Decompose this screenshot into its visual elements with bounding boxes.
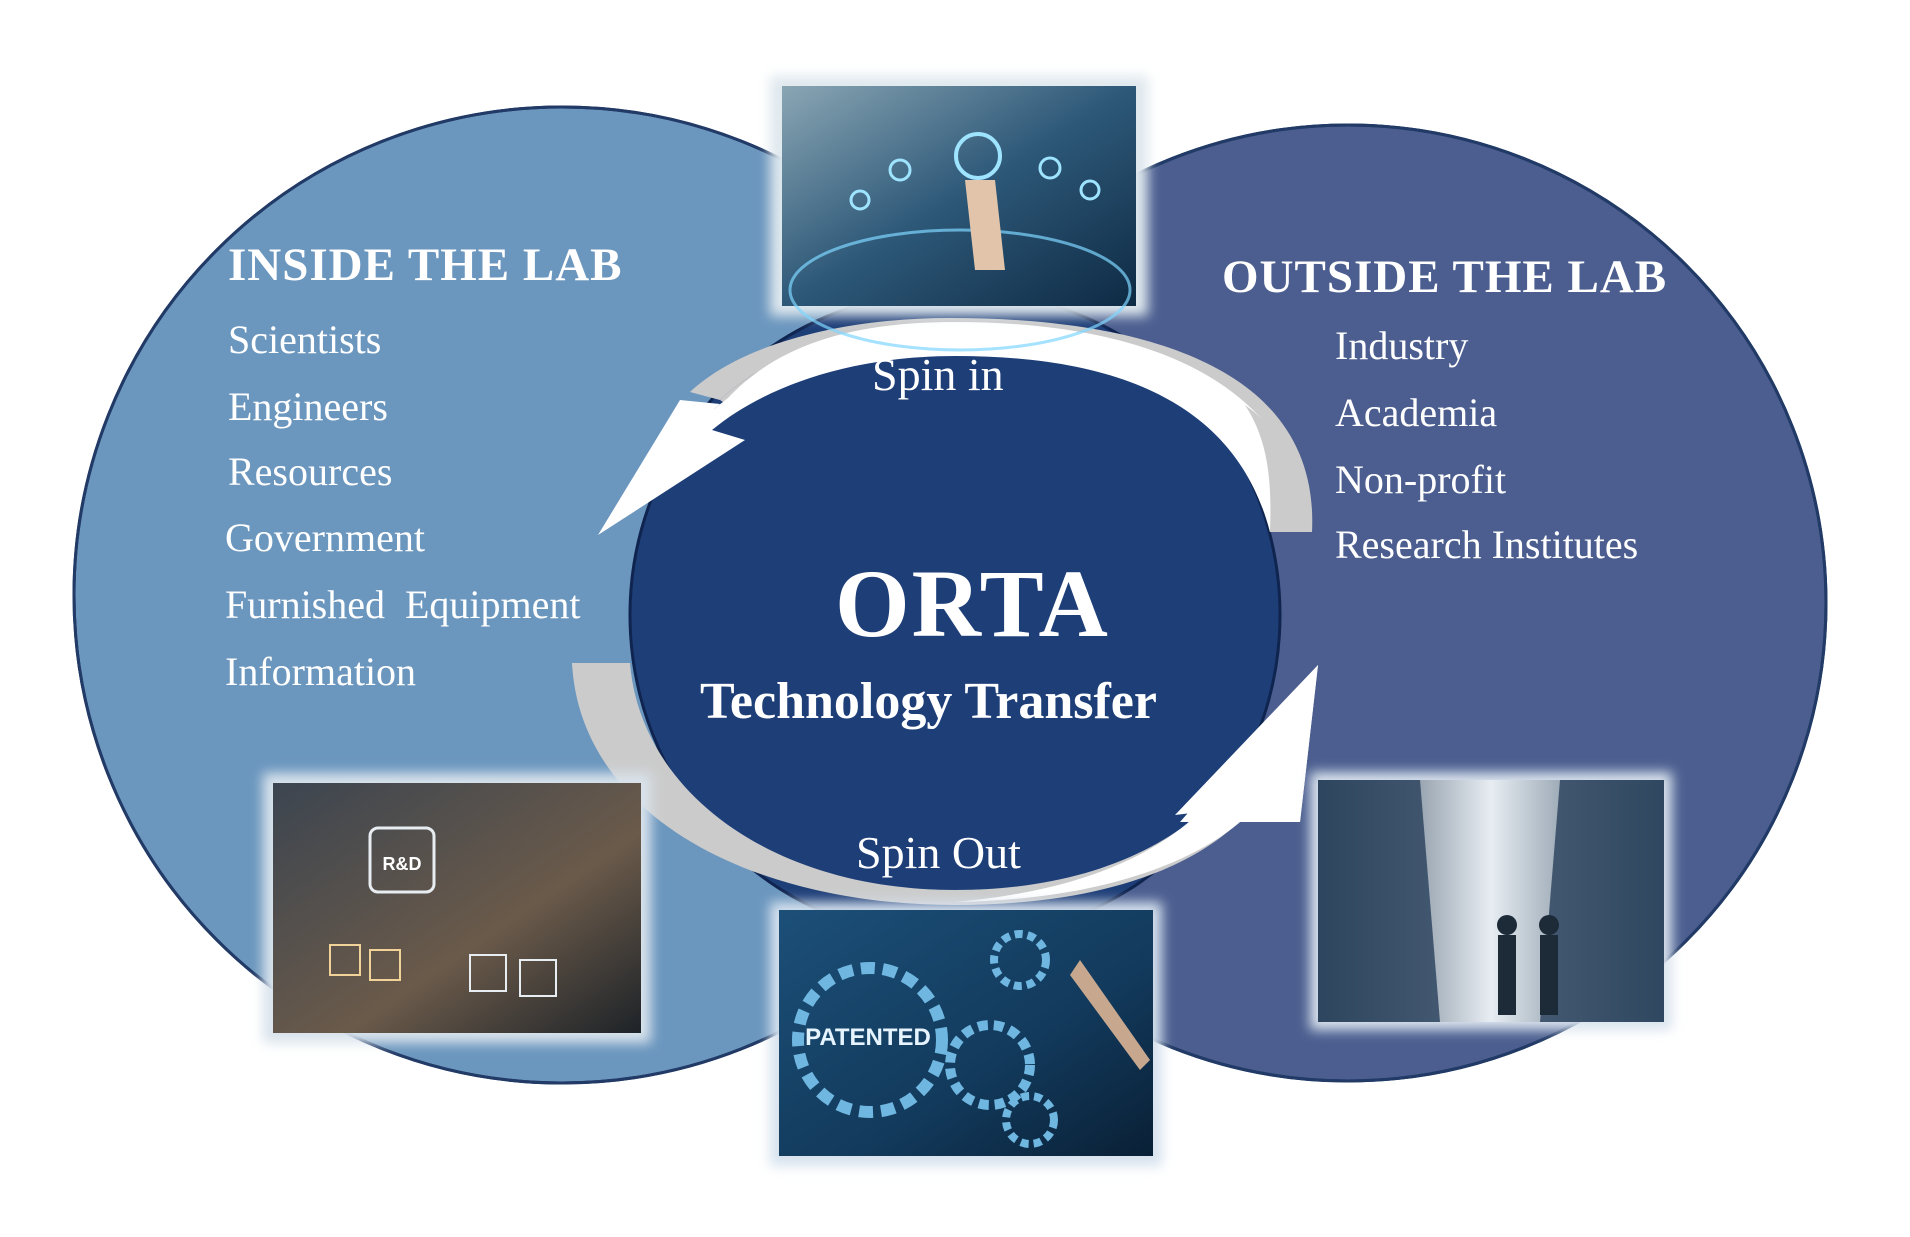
patent-label: PATENTED	[805, 1024, 931, 1051]
inside-item-government: Government	[225, 515, 425, 560]
spin-in-arrow	[598, 318, 1313, 535]
technology-transfer-subtitle: Technology Transfer	[700, 673, 1157, 730]
research-development-photo: R&D	[263, 773, 651, 1043]
outside-item-research-institutes: Research Institutes	[1335, 522, 1639, 567]
patent-gears-photo: PATENTED	[770, 902, 1162, 1166]
outside-item-industry: Industry	[1335, 323, 1469, 368]
spin-in-label: Spin in	[872, 349, 1004, 400]
inside-item-engineers: Engineers	[228, 384, 388, 429]
inside-item-resources: Resources	[228, 449, 393, 494]
outside-item-non-profit: Non-profit	[1335, 457, 1507, 502]
inside-item-scientists: Scientists	[228, 317, 382, 362]
business-handshake-photo	[1310, 772, 1672, 1030]
outside-lab-heading: OUTSIDE THE LAB	[1222, 251, 1668, 303]
outside-item-academia: Academia	[1335, 390, 1498, 435]
spin-out-arrow	[572, 663, 1318, 905]
svg-text:R&D: R&D	[383, 854, 422, 874]
inside-item-furnished-equipment: Furnished Equipment	[225, 582, 581, 627]
orta-title: ORTA	[835, 550, 1110, 657]
inside-item-information: Information	[225, 649, 417, 694]
inside-lab-heading: INSIDE THE LAB	[228, 239, 623, 291]
touchscreen-network-photo	[770, 76, 1148, 352]
spin-out-label: Spin Out	[856, 827, 1021, 878]
